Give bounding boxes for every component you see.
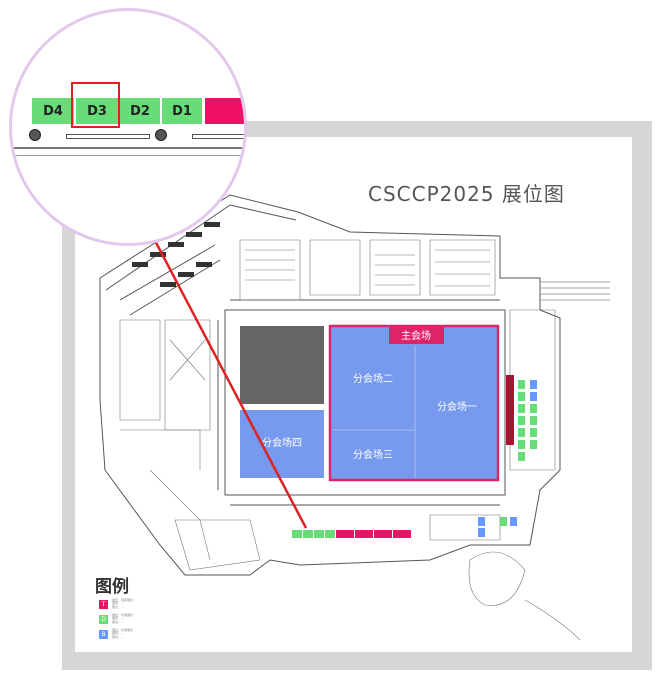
hall-sub2-label: 分会场二 [353, 372, 393, 385]
legend-text-t: 展位：特装展位 面积：… 展位：… [112, 597, 134, 609]
booth-small-t4 [393, 530, 411, 538]
hall-sub4 [240, 410, 324, 478]
legend-item-b: B 展位：标准展位 面积：… 展位：… [99, 628, 133, 640]
legend-swatch-b: B [99, 629, 108, 639]
hall-sub4-label: 分会场四 [262, 436, 302, 449]
zoom-wall-line-2 [12, 155, 244, 156]
legend-text-d: 展位：标准展位 面积：… 展位：… [112, 612, 134, 624]
stairs-right [540, 281, 610, 301]
booth-small-d4 [292, 530, 302, 538]
zoom-bar-left [66, 134, 150, 139]
zoom-bar-right [192, 134, 244, 139]
building-outline [99, 194, 561, 576]
booths-bottom-row [292, 530, 411, 538]
booth-small-d2 [314, 530, 324, 538]
legend-item-d: D 展位：标准展位 面积：… 展位：… [99, 613, 133, 625]
building-detail [119, 239, 581, 641]
zoom-booth-d4[interactable]: D4 [32, 98, 74, 124]
zoom-highlight-box [71, 82, 120, 128]
legend-swatch-d: D [99, 614, 108, 624]
zoom-column-right [155, 129, 167, 141]
zoom-booth-d2[interactable]: D2 [120, 98, 160, 124]
zoom-booth-t [205, 98, 244, 124]
zoom-inset: D4 D3 D2 D1 [9, 8, 247, 246]
hall-sub3-label: 分会场三 [353, 448, 393, 461]
hall-main-tag [389, 326, 444, 344]
booth-small-d1 [325, 530, 335, 538]
booths-right [478, 375, 537, 537]
zoom-wall-line [12, 147, 244, 149]
map-title: CSCCP2025 展位图 [368, 182, 565, 206]
hall-main [328, 324, 500, 482]
zoom-booth-d1[interactable]: D1 [162, 98, 202, 124]
booth-small-t2 [355, 530, 373, 538]
booth-small-t3 [374, 530, 392, 538]
legend-item-t: T 展位：特装展位 面积：… 展位：… [99, 598, 133, 610]
zoom-column-left [29, 129, 41, 141]
seating-blocks [132, 222, 220, 287]
zoom-booth-d3[interactable]: D3 [76, 98, 118, 124]
legend-title: 图例 [95, 577, 129, 597]
hall-main-label: 主会场 [401, 329, 431, 342]
legend-text-b: 展位：标准展位 面积：… 展位：… [112, 627, 134, 639]
hall-dark-room [240, 326, 324, 404]
hall-sub1-label: 分会场一 [437, 400, 477, 413]
booth-small-t1 [336, 530, 354, 538]
legend-swatch-t: T [99, 599, 108, 609]
booth-small-d3 [303, 530, 313, 538]
